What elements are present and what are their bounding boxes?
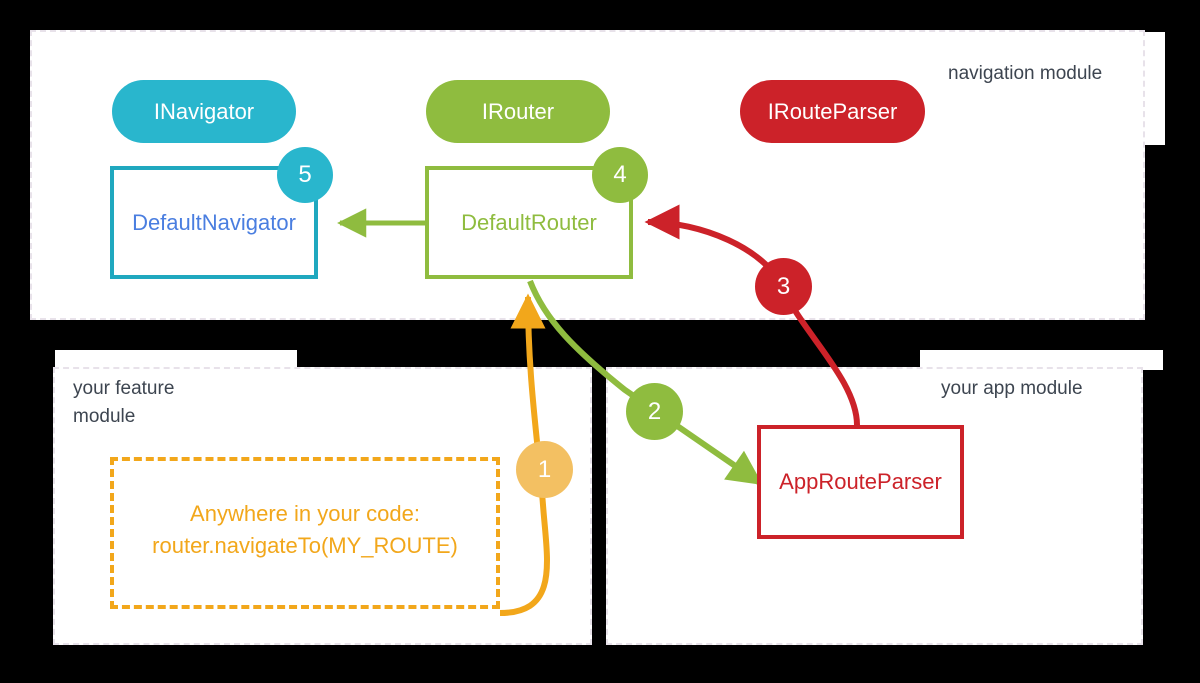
code-snippet-text: Anywhere in your code: router.navigateTo…	[152, 501, 458, 558]
navigation-module-label: navigation module	[948, 63, 1103, 84]
step-badge-4[interactable]: 4	[592, 147, 648, 203]
code-snippet-box	[110, 457, 500, 609]
step-badge-5[interactable]: 5	[277, 147, 333, 203]
feature-module-tab	[55, 350, 297, 370]
step-badge-3[interactable]: 3	[755, 258, 812, 315]
step-badge-2[interactable]: 2	[626, 383, 683, 440]
step-badge-1[interactable]: 1	[516, 441, 573, 498]
interface-pill-irouteparser[interactable]: IRouteParser	[740, 80, 925, 143]
interface-pill-inavigator[interactable]: INavigator	[112, 80, 296, 143]
class-box-approuteparser[interactable]: AppRouteParser	[757, 425, 964, 539]
app-module-label: your app module	[941, 378, 1083, 399]
interface-pill-irouter[interactable]: IRouter	[426, 80, 610, 143]
app-module-tab	[920, 350, 1163, 370]
class-box-defaultnavigator[interactable]: DefaultNavigator	[110, 166, 318, 279]
feature-module-label: your feature module	[73, 378, 175, 427]
